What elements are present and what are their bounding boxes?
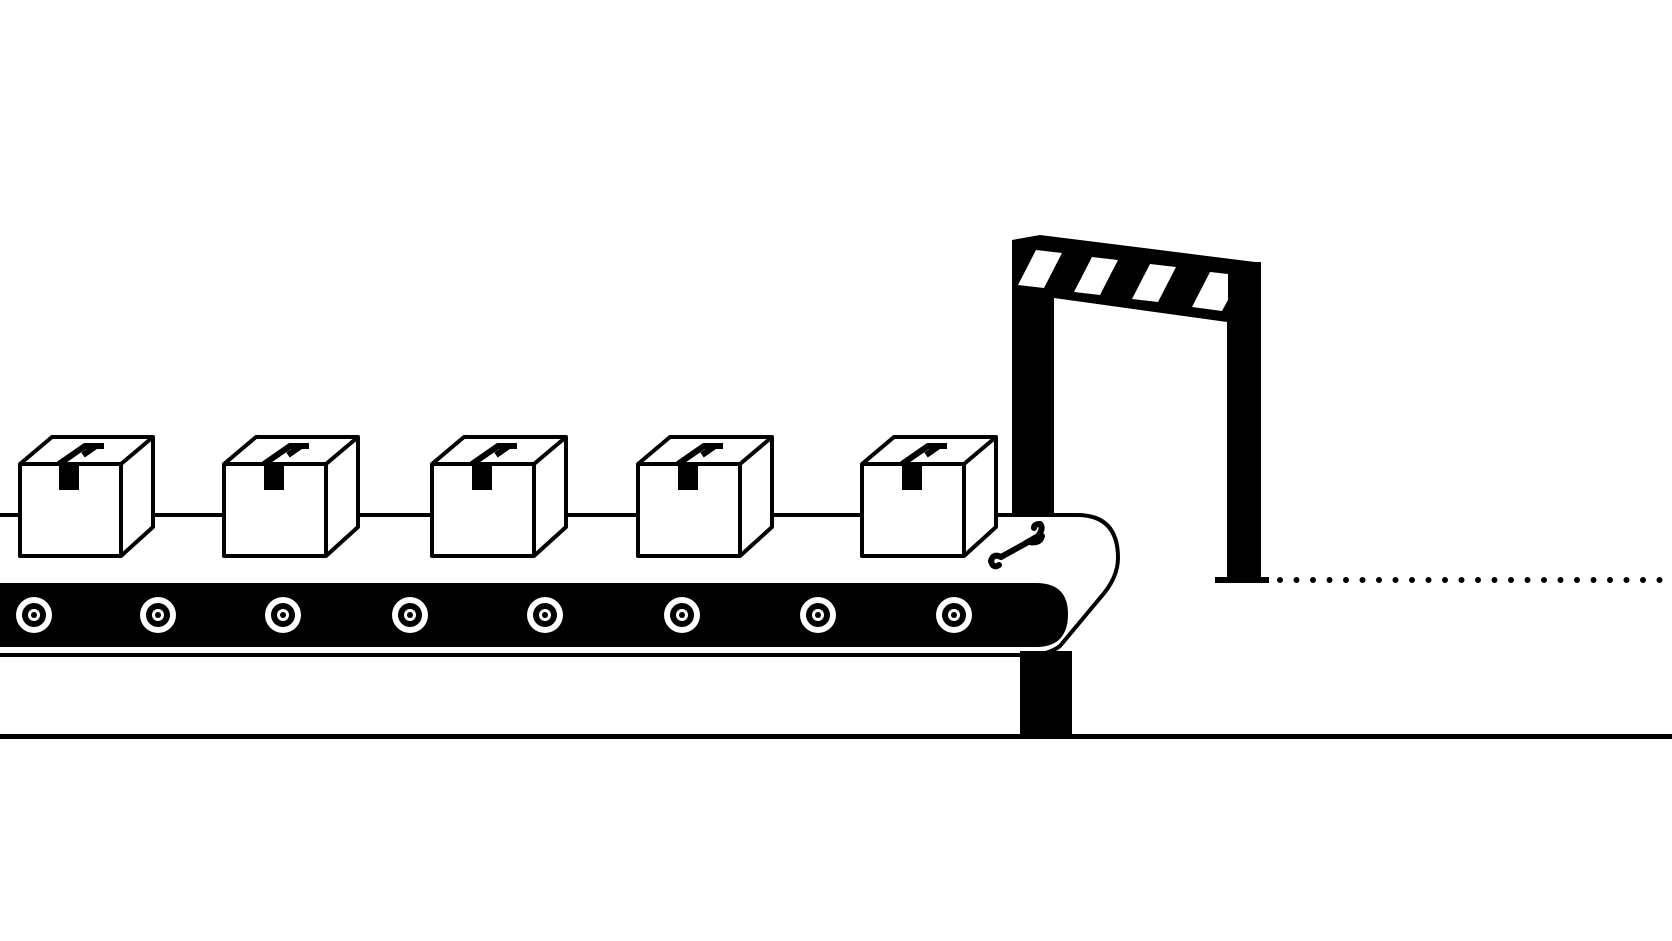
cardboard-box-icon xyxy=(430,435,568,558)
roller-icon xyxy=(936,597,972,633)
dot xyxy=(1623,577,1630,583)
dot xyxy=(1425,577,1432,583)
dot xyxy=(1640,577,1646,583)
cardboard-box-icon xyxy=(636,435,774,558)
cardboard-box-icon xyxy=(860,435,998,558)
dot xyxy=(1326,577,1333,583)
dot xyxy=(1442,577,1448,583)
gate-stripes xyxy=(1018,250,1228,311)
dot xyxy=(1277,577,1283,583)
roller-icon xyxy=(16,597,52,633)
dot xyxy=(1491,577,1498,583)
roller-icon xyxy=(527,597,563,633)
dot xyxy=(1458,577,1465,583)
dot xyxy=(1409,577,1415,583)
dot xyxy=(1392,577,1399,583)
roller-icon xyxy=(140,597,176,633)
roller-icon xyxy=(664,597,700,633)
roller-icon xyxy=(265,597,301,633)
roller-icon xyxy=(392,597,428,633)
dot xyxy=(1343,577,1349,583)
dot xyxy=(1524,577,1531,583)
dot xyxy=(1656,577,1663,583)
box-row xyxy=(18,435,998,558)
conveyor-incline-frame xyxy=(0,513,1120,657)
cardboard-box-icon xyxy=(18,435,155,558)
dot xyxy=(1541,577,1547,583)
ground-line xyxy=(0,734,1672,739)
dot xyxy=(1310,577,1316,583)
dot xyxy=(1376,577,1382,583)
wrench-icon xyxy=(987,520,1045,570)
conveyor-support-leg xyxy=(1020,651,1072,737)
dot xyxy=(1359,577,1366,583)
roller-row xyxy=(16,597,972,633)
dot xyxy=(1508,577,1514,583)
cardboard-box-icon xyxy=(222,435,360,558)
dotted-path-line xyxy=(1277,577,1663,583)
dot xyxy=(1574,577,1580,583)
dot xyxy=(1475,577,1481,583)
striped-barrier-gate xyxy=(1012,235,1269,583)
dot xyxy=(1590,577,1597,583)
dot xyxy=(1557,577,1564,583)
gate-post-foot xyxy=(1215,577,1269,583)
dot xyxy=(1293,577,1300,583)
roller-icon xyxy=(800,597,836,633)
dot xyxy=(1607,577,1613,583)
